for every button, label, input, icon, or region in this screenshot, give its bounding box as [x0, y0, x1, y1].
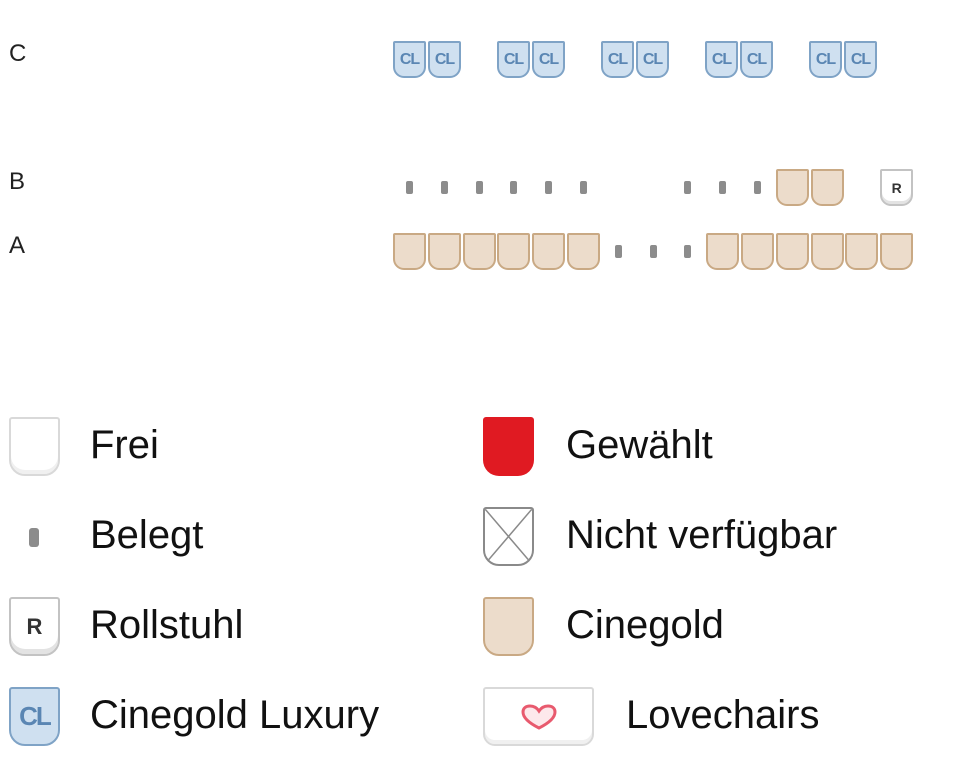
cinegold-seat[interactable]	[497, 233, 531, 270]
wheelchair-seat[interactable]: R	[880, 169, 914, 206]
luxury-seat[interactable]: CL	[428, 41, 461, 78]
legend-label-wheelchair: Rollstuhl	[90, 603, 244, 647]
luxury-seat[interactable]: CL	[740, 41, 773, 78]
luxury-seat[interactable]: CL	[601, 41, 634, 78]
luxury-seat[interactable]: CL	[705, 41, 738, 78]
legend-item-free: Frei	[0, 414, 460, 478]
occupied-seat	[649, 245, 657, 258]
occupied-seat	[510, 181, 518, 194]
legend-label-selected: Gewählt	[566, 423, 713, 467]
legend-item-wheelchair: R Rollstuhl	[0, 594, 460, 658]
cinegold-seat[interactable]	[532, 233, 566, 270]
luxury-seat-icon: CL	[9, 687, 60, 746]
row-label-c: C	[9, 40, 27, 67]
luxury-seat[interactable]: CL	[532, 41, 565, 78]
luxury-seat[interactable]: CL	[393, 41, 426, 78]
wheelchair-seat-icon: R	[9, 597, 60, 656]
free-seat-icon	[9, 417, 60, 476]
legend-item-selected: Gewählt	[470, 414, 970, 478]
legend-label-free: Frei	[90, 423, 159, 467]
cross-icon	[485, 509, 532, 564]
cinegold-seat[interactable]	[810, 169, 844, 206]
cinegold-seat[interactable]	[741, 233, 774, 270]
occupied-seat	[719, 181, 727, 194]
luxury-seat[interactable]: CL	[809, 41, 842, 78]
luxury-seat[interactable]: CL	[636, 41, 669, 78]
legend-item-cinegold: Cinegold	[470, 594, 970, 658]
legend-item-luxury: CL Cinegold Luxury	[0, 684, 460, 748]
cinegold-seat[interactable]	[393, 233, 426, 270]
occupied-seat	[475, 181, 483, 194]
cinegold-seat[interactable]	[706, 233, 740, 270]
lovechair-seat-icon	[483, 687, 594, 746]
legend-item-occupied: Belegt	[0, 504, 460, 568]
cinegold-seat[interactable]	[845, 233, 879, 270]
legend-label-unavailable: Nicht verfügbar	[566, 513, 838, 557]
cinegold-seat-icon	[483, 597, 534, 656]
heart-icon	[520, 703, 557, 730]
occupied-seat	[614, 245, 622, 258]
selected-seat-icon	[483, 417, 534, 476]
cinegold-seat[interactable]	[775, 169, 809, 206]
cinegold-seat[interactable]	[810, 233, 844, 270]
cinegold-seat[interactable]	[462, 233, 496, 270]
luxury-seat-letters: CL	[19, 701, 52, 731]
legend-label-cinegold: Cinegold	[566, 603, 724, 647]
legend-label-luxury: Cinegold Luxury	[90, 693, 380, 737]
wheelchair-seat-letter: R	[26, 613, 43, 639]
cinegold-seat[interactable]	[880, 233, 914, 270]
occupied-seat	[440, 181, 448, 194]
occupied-seat	[684, 245, 692, 258]
luxury-seat[interactable]: CL	[844, 41, 877, 78]
occupied-seat-icon	[29, 528, 39, 547]
luxury-seat[interactable]: CL	[497, 41, 530, 78]
legend-label-occupied: Belegt	[90, 513, 204, 557]
cinegold-seat[interactable]	[775, 233, 809, 270]
legend-item-lovechairs: Lovechairs	[470, 684, 970, 748]
occupied-seat	[545, 181, 553, 194]
row-label-a: A	[9, 232, 26, 259]
occupied-seat	[406, 181, 413, 194]
cinegold-seat[interactable]	[567, 233, 600, 270]
row-label-b: B	[9, 168, 26, 195]
legend: Frei Gewählt Belegt Nicht verfügbar R Ro…	[0, 400, 978, 761]
occupied-seat	[580, 181, 587, 194]
occupied-seat	[754, 181, 761, 194]
occupied-seat	[684, 181, 692, 194]
legend-label-lovechairs: Lovechairs	[626, 693, 820, 737]
legend-item-unavailable: Nicht verfügbar	[470, 504, 970, 568]
cinegold-seat[interactable]	[427, 233, 461, 270]
unavailable-seat-icon	[483, 507, 534, 566]
